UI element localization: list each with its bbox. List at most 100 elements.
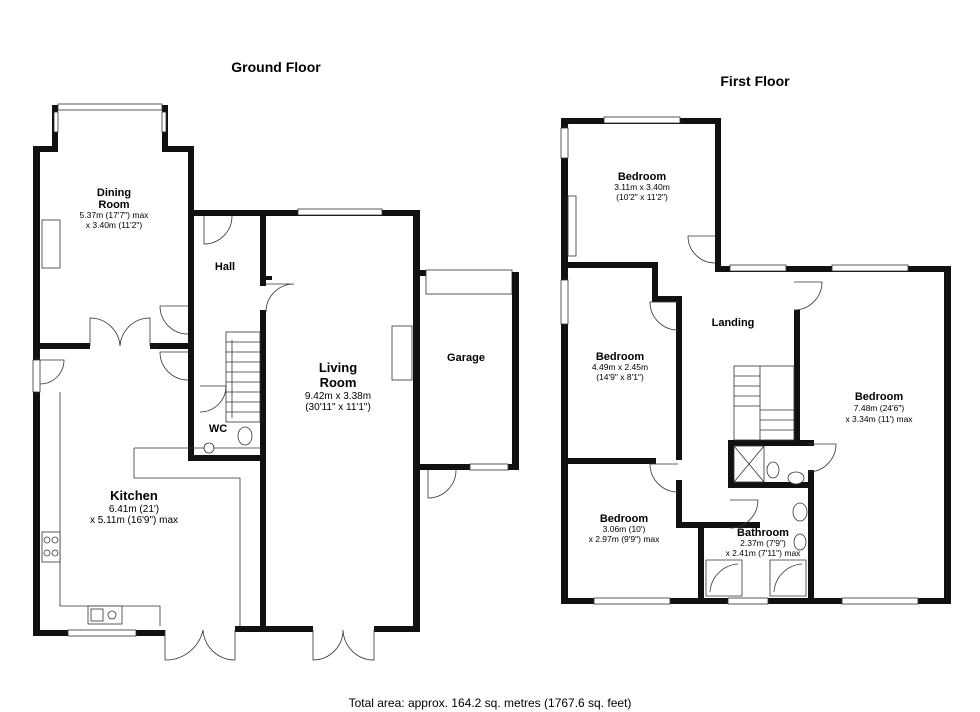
- toilet-icon: [237, 426, 253, 446]
- fireplace-icon: [391, 325, 413, 381]
- wall: [676, 480, 682, 526]
- door-icon: [159, 351, 189, 381]
- door-icon: [159, 305, 189, 335]
- first-floor-plan: [560, 116, 951, 605]
- wall: [265, 626, 313, 632]
- wall: [33, 146, 58, 152]
- wall: [162, 146, 194, 152]
- door-icon: [203, 215, 233, 245]
- wall: [794, 310, 800, 440]
- wall: [235, 626, 265, 632]
- wall: [150, 343, 188, 349]
- wall: [728, 440, 734, 486]
- wall: [374, 626, 420, 632]
- window: [297, 208, 383, 216]
- wall: [652, 296, 678, 302]
- window: [729, 264, 787, 272]
- sink-icon: [87, 605, 123, 625]
- window: [469, 463, 509, 471]
- living-room-dimensions: 9.42m x 3.38m: [305, 391, 371, 402]
- wall: [676, 296, 682, 460]
- bedroom-dimensions: 3.06m (10'): [603, 524, 646, 534]
- wall: [260, 310, 266, 630]
- wall: [808, 470, 814, 600]
- door-icon: [807, 443, 837, 473]
- staircase-icon: [733, 365, 795, 441]
- dining-room-dimensions: x 3.40m (11'2"): [86, 220, 143, 230]
- ground-floor-plan: [32, 103, 519, 661]
- living-room-label: Room: [320, 375, 357, 390]
- door-icon: [199, 385, 227, 413]
- hall-label: Hall: [215, 261, 235, 273]
- bedroom-dimensions: x 2.97m (9'9") max: [589, 534, 661, 544]
- dining-room-label: Dining: [97, 187, 131, 199]
- wc-label: WC: [209, 423, 227, 435]
- bedroom-label: Bedroom: [600, 513, 649, 525]
- wall: [188, 455, 266, 461]
- wall: [188, 146, 194, 461]
- door-icon: [793, 281, 823, 311]
- window: [161, 111, 167, 133]
- door-icon: [39, 359, 65, 385]
- total-area-caption: Total area: approx. 164.2 sq. metres (17…: [349, 696, 632, 710]
- window: [603, 116, 681, 124]
- first-floor-title: First Floor: [720, 73, 790, 89]
- door-icon: [729, 499, 759, 529]
- window: [841, 597, 919, 605]
- bathroom-dimensions: x 2.41m (7'11") max: [726, 548, 802, 558]
- wall: [944, 266, 951, 604]
- staircase-icon: [225, 331, 261, 423]
- wall: [40, 343, 90, 349]
- dining-room-dimensions: 5.37m (17'7") max: [80, 210, 150, 220]
- door-icon: [427, 469, 457, 499]
- bathroom-dimensions: 2.37m (7'9"): [740, 538, 786, 548]
- door-icon: [265, 283, 295, 313]
- bedroom-dimensions: (14'9" x 8'1"): [596, 372, 644, 382]
- garage-door-icon: [425, 269, 513, 295]
- kitchen-counter: [133, 447, 260, 626]
- bedroom-dimensions: 3.11m x 3.40m: [614, 182, 670, 192]
- toilet-icon: [766, 461, 780, 479]
- door-icon: [649, 301, 679, 331]
- wall: [652, 262, 658, 300]
- fireplace-icon: [41, 219, 61, 269]
- bedroom-label: Bedroom: [855, 391, 904, 403]
- window: [560, 279, 569, 325]
- hob-icon: [41, 531, 61, 563]
- wall: [698, 526, 704, 602]
- bathroom-label: Bathroom: [737, 527, 789, 539]
- landing-label: Landing: [712, 317, 755, 329]
- door-icon: [687, 235, 716, 264]
- bedroom-dimensions: x 3.34m (11') max: [845, 414, 913, 424]
- garage-label: Garage: [447, 352, 485, 364]
- kitchen-dimensions: x 5.11m (16'9") max: [90, 515, 178, 526]
- window: [67, 629, 137, 637]
- wall: [568, 458, 656, 464]
- door-icon: [164, 629, 236, 661]
- kitchen-label: Kitchen: [110, 488, 158, 503]
- bedroom-label: Bedroom: [596, 351, 645, 363]
- window: [560, 127, 569, 159]
- wall: [715, 118, 721, 272]
- wall: [676, 522, 760, 528]
- window: [53, 111, 59, 133]
- wall: [188, 210, 258, 216]
- ground-floor-title: Ground Floor: [231, 59, 321, 75]
- wall: [561, 118, 568, 604]
- door-icon: [89, 317, 151, 347]
- wall: [512, 272, 519, 470]
- corner-bath-icon: [705, 559, 743, 597]
- wall: [728, 482, 812, 488]
- window: [831, 264, 909, 272]
- wall: [420, 464, 519, 470]
- bedroom-dimensions: 7.48m (24'6"): [854, 403, 905, 413]
- basin-icon: [203, 442, 215, 454]
- shower-icon: [769, 559, 807, 597]
- wall: [260, 216, 266, 286]
- basin-icon: [787, 471, 805, 485]
- window: [593, 597, 671, 605]
- bedroom-label: Bedroom: [618, 171, 667, 183]
- wall: [728, 440, 814, 446]
- living-room-dimensions: (30'11" x 11'1"): [305, 402, 371, 413]
